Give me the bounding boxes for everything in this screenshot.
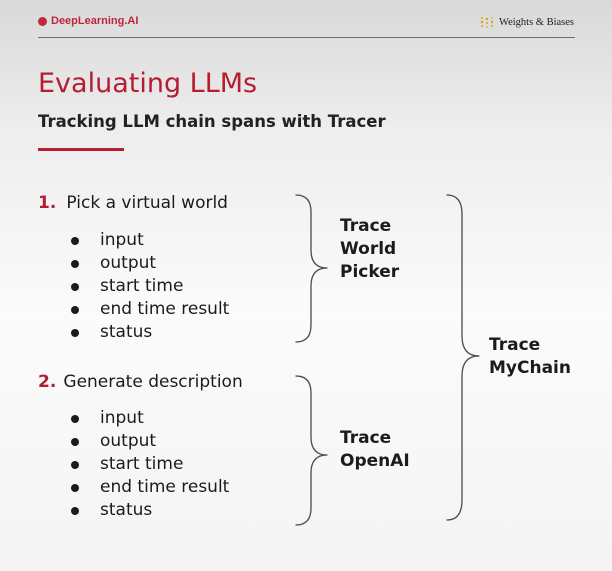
trace-openai-label: Trace OpenAI — [340, 428, 410, 471]
list-item: input — [71, 230, 144, 250]
deeplearning-logo-icon — [38, 16, 47, 26]
bullet-icon — [71, 461, 79, 469]
list-item: start time — [71, 276, 183, 296]
list-item: end time result — [71, 299, 229, 319]
mychain-brace — [446, 194, 480, 521]
slide-subtitle: Tracking LLM chain spans with Tracer — [38, 112, 386, 131]
world-picker-brace — [295, 194, 328, 343]
step-2-heading: 2. Generate description — [38, 372, 243, 392]
bullet-icon — [71, 260, 79, 268]
step-2-label: Generate description — [63, 372, 243, 392]
weights-biases-logo: Weights & Biases — [480, 16, 574, 28]
bullet-icon — [71, 484, 79, 492]
step-1-number: 1. — [38, 193, 57, 213]
title-accent-bar — [38, 148, 124, 151]
trace-mychain-label: Trace MyChain — [489, 335, 571, 378]
step-1-heading: 1. Pick a virtual world — [38, 193, 228, 213]
header-divider — [38, 37, 575, 38]
deeplearning-ai-logo: DeepLearning.AI — [38, 15, 138, 27]
bullet-icon — [71, 438, 79, 446]
list-item: output — [71, 253, 156, 273]
list-item: status — [71, 500, 152, 520]
bullet-icon — [71, 283, 79, 291]
bullet-icon — [71, 415, 79, 423]
weights-biases-brand-text: Weights & Biases — [499, 16, 574, 28]
step-2-number: 2. — [38, 372, 57, 392]
list-item: input — [71, 408, 144, 428]
slide-title: Evaluating LLMs — [38, 68, 258, 99]
bullet-icon — [71, 237, 79, 245]
bullet-icon — [71, 306, 79, 314]
bullet-icon — [71, 507, 79, 515]
list-item: start time — [71, 454, 183, 474]
bullet-icon — [71, 329, 79, 337]
list-item: end time result — [71, 477, 229, 497]
trace-world-picker-label: Trace World Picker — [340, 216, 400, 282]
step-1-label: Pick a virtual world — [66, 193, 228, 213]
weights-biases-dots-icon — [480, 17, 494, 28]
deeplearning-ai-brand-text: DeepLearning.AI — [51, 15, 139, 27]
list-item: status — [71, 322, 152, 342]
openai-brace — [295, 375, 328, 526]
list-item: output — [71, 431, 156, 451]
